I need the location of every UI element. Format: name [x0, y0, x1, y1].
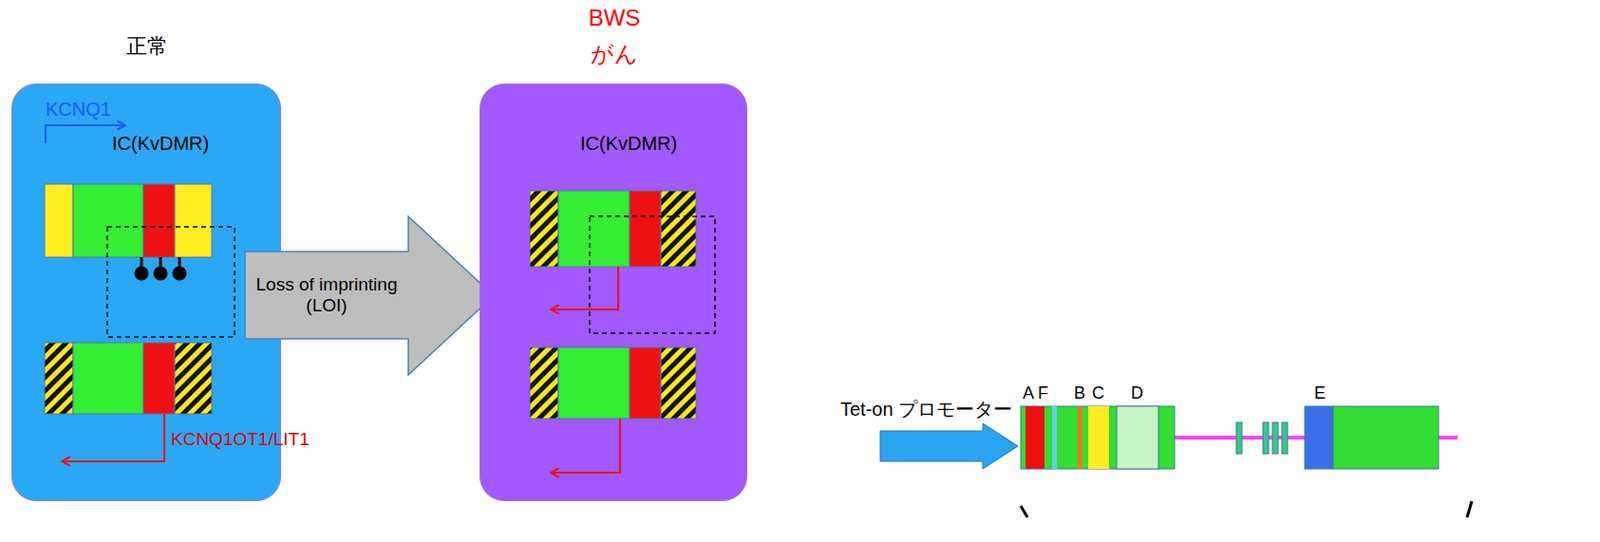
gene-segment	[44, 342, 74, 415]
transcription-arrow	[551, 266, 619, 310]
exon-f	[1052, 406, 1057, 470]
gene-segment	[44, 184, 74, 258]
exon-label: C	[1091, 383, 1105, 404]
gene-segment	[73, 184, 144, 258]
tick-mark	[1467, 501, 1472, 518]
exon-label: A	[1022, 383, 1035, 404]
gene-segment	[174, 184, 212, 258]
gene-name: KCNQ1	[45, 98, 112, 121]
tick-mark	[1020, 506, 1028, 518]
exon-b	[1077, 406, 1083, 470]
exon-label: F	[1037, 383, 1049, 404]
exon-label: B	[1073, 383, 1086, 404]
small-exon	[1262, 422, 1269, 454]
dashed-region	[589, 216, 716, 334]
exon-a	[1025, 406, 1045, 470]
gene-segment	[529, 347, 559, 419]
node-text: がん	[480, 40, 749, 68]
exon-c	[1088, 406, 1110, 470]
gene-segment	[174, 342, 212, 415]
promoter-label: Tet-on プロモーター	[840, 398, 1013, 421]
node-heading: 正常	[12, 34, 283, 58]
exon-e	[1304, 406, 1334, 470]
loi-arrow: Loss of imprinting (LOI)	[244, 216, 494, 376]
methylation-marks	[135, 257, 186, 280]
promoter-arrow	[880, 423, 1018, 470]
gene-segment	[529, 190, 559, 267]
gene-segment	[73, 342, 144, 415]
region-name: IC(KvDMR)	[580, 132, 678, 155]
gene-segment	[558, 190, 630, 267]
kvdmr-segment	[629, 347, 661, 419]
exon	[1020, 406, 1175, 470]
small-exon	[1281, 422, 1288, 454]
transcription-arrow	[551, 418, 621, 473]
kvdmr-segment	[629, 190, 661, 267]
loi-arrow-illustration	[244, 216, 494, 376]
gene-segment	[660, 347, 697, 419]
transcription-arrow	[62, 414, 165, 462]
exon-label: E	[1314, 383, 1326, 404]
node-heading: Loss of imprinting (LOI)	[246, 251, 407, 339]
kvdmr-segment	[143, 342, 175, 415]
region-name: IC(KvDMR)	[112, 132, 209, 155]
block-arrow	[244, 216, 494, 376]
kvdmr-segment	[143, 184, 175, 258]
gene-name: KCNQ1OT1/LIT1	[170, 429, 310, 451]
small-exon	[1272, 422, 1279, 454]
exon	[1333, 406, 1439, 470]
small-exon	[1236, 422, 1243, 454]
gene-segment	[558, 347, 630, 419]
gene-segment	[660, 190, 697, 267]
node-heading: BWS	[480, 4, 749, 32]
exon-d	[1116, 406, 1159, 470]
exon-label: D	[1130, 383, 1144, 404]
dashed-region	[107, 226, 235, 338]
